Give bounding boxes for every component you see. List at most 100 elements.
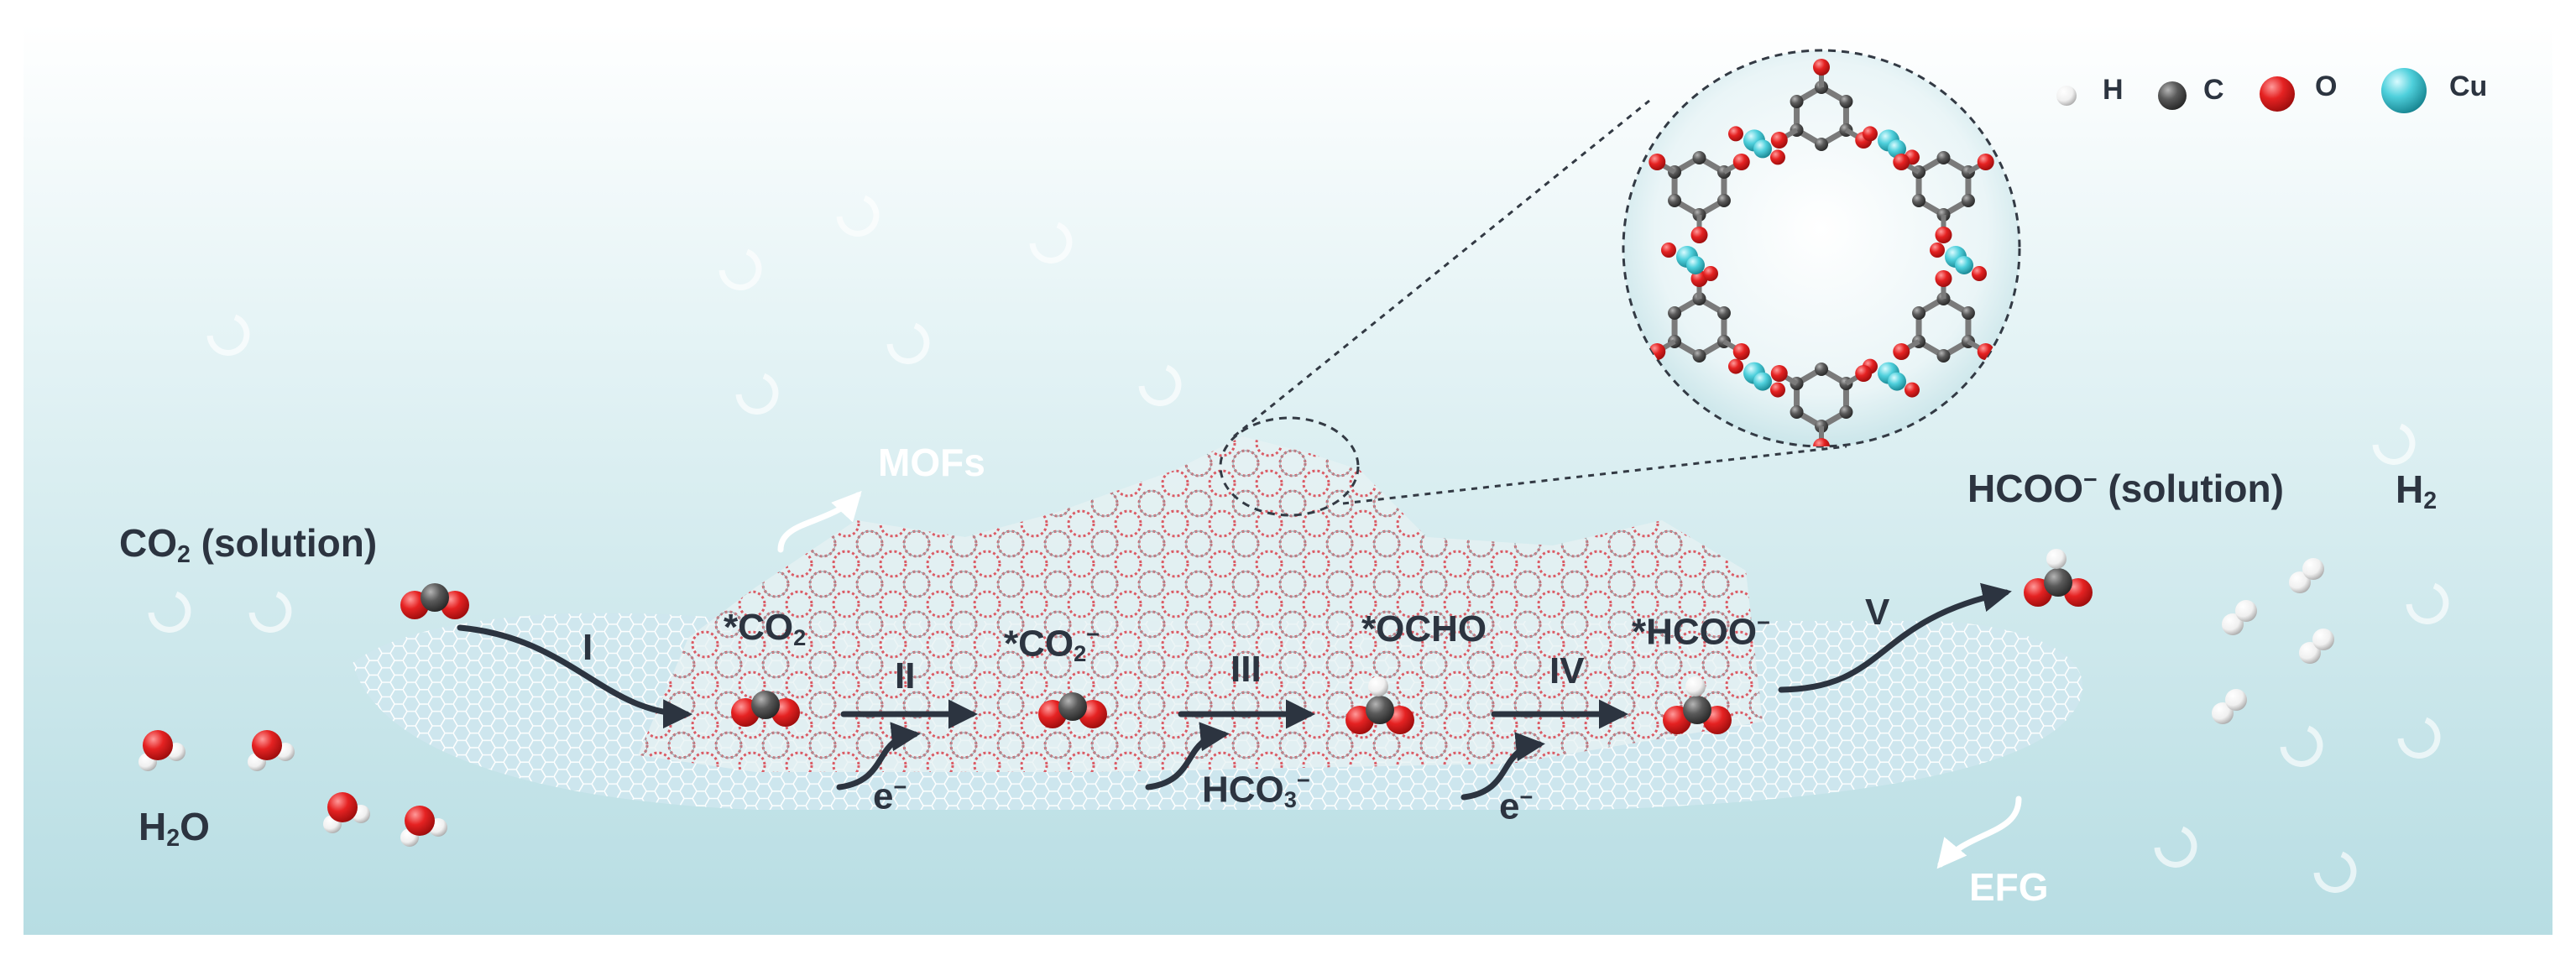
hydrogen-atom [1368,676,1388,697]
star-co2-label: *CO2 [724,607,807,650]
hydrogen-atom [2046,549,2067,569]
step-2-label: II [895,655,916,697]
h2-molecule [2289,558,2324,593]
carbon-atom [1912,306,1926,320]
water-molecule [400,806,447,847]
oxygen-atom [1893,154,1910,170]
h2-molecule [2212,689,2247,724]
reaction-arrows [457,582,2012,801]
carbon-atom [1912,194,1926,207]
hydrogen-atom [2222,613,2244,635]
star-co2-minus-label: *CO2− [1004,621,1100,667]
step-3-label: III [1231,649,1262,690]
legend-cu-label: Cu [2449,70,2488,102]
oxygen-atom [1690,227,1708,243]
mofs-pointer-arrow [777,490,862,553]
mofs-label: MOFs [878,441,985,484]
hydrogen-atom [2312,629,2334,650]
oxygen-atom [1728,126,1743,142]
oxygen-atom [1813,59,1830,76]
carbon-atom [421,583,449,612]
carbon-atom [1815,363,1828,376]
step-4-label: IV [1549,650,1585,691]
legend-o-label: O [2315,70,2338,102]
oxygen-atom [1732,343,1750,360]
oxygen-atom [1770,365,1788,382]
oxygen-atom [1935,227,1952,243]
h2-label: H2 [2396,467,2438,515]
oxygen-atom [327,792,358,822]
carbon-atom [1683,696,1711,724]
copper-atom [1686,256,1705,274]
carbon-atom [1936,151,1951,164]
hydrogen-atom [1685,676,1706,697]
oxygen-atom [1661,243,1676,258]
legend [2056,68,2427,113]
carbon-atom [1058,692,1087,721]
oxygen-atom [1893,343,1910,360]
efg-label: EFG [1969,865,2049,909]
molecules [138,549,2334,847]
carbon-atom [1790,405,1804,419]
hydrogen-atom [2289,571,2311,593]
hydrogen-atom [2212,702,2234,724]
carbon-atom [1366,696,1394,724]
electron-2-arrow [1460,732,1545,801]
oxygen-atom [1855,365,1873,382]
oxygen-atom [405,806,435,836]
oxygen-atom [1930,243,1945,258]
oxygen-atom [1813,438,1830,446]
hcoo-solution-label: HCOO− (solution) [1967,467,2284,511]
mof-framework [638,436,1763,772]
oxygen-atom [1863,126,1878,142]
oxygen-atom [252,730,282,760]
ocho-intermediate-molecule [1345,676,1414,734]
hydrogen-atom [2302,558,2324,580]
oxygen-atom [1770,149,1785,165]
copper-atom [1955,256,1973,274]
carbon-atom [1839,95,1853,108]
oxygen-atom [1905,382,1920,398]
copper-atom [1888,372,1906,391]
carbon-atom [1961,306,1975,320]
oxygen-atom [1770,382,1785,398]
carbon-atom [1716,194,1731,207]
oxygen-atom [1972,266,1987,281]
electron-1-label: e− [873,774,907,817]
adsorbed-co2-anion-molecule [1038,692,1107,728]
co2-solution-molecule [400,583,469,619]
h2o-label: H2O [138,805,210,853]
carbon-atom [2044,568,2072,597]
copper-atom [1753,139,1772,159]
carbon-atom [1815,138,1828,151]
hydrogen-atom [2225,689,2247,711]
star-ocho-label: *OCHO [1361,608,1487,650]
bubbles [148,195,2449,893]
star-hcoo-label: *HCOO− [1632,609,1771,653]
oxygen-atom [1732,154,1750,170]
efg-pointer-arrow [1936,796,2022,869]
hcoo-solution-molecule [2024,549,2093,607]
electron-2-label: e− [1499,784,1534,827]
oxygen-atom [1935,270,1952,287]
carbon-atom [1936,349,1951,363]
water-molecule [138,730,185,771]
legend-h-label: H [2103,74,2124,106]
oxygen-atom [1770,132,1788,149]
co2-solution-label: CO2 (solution) [119,521,378,569]
h2-molecule [2222,600,2257,635]
step-5-arrow [1778,582,2012,693]
carbon-atom [1668,306,1682,320]
carbon-atom [751,691,780,719]
carbon-atom [1839,405,1853,419]
hco3-label: HCO3− [1202,767,1310,813]
hydrogen-atom [2235,600,2257,622]
carbon-atom [1668,194,1682,207]
step-1-label: I [583,627,593,668]
hydrogen-atom [2299,642,2321,664]
oxygen-atom [143,730,173,760]
legend-h-atom-icon [2056,86,2077,106]
electron-1-arrow [836,722,921,790]
legend-c-atom-icon [2158,81,2187,110]
